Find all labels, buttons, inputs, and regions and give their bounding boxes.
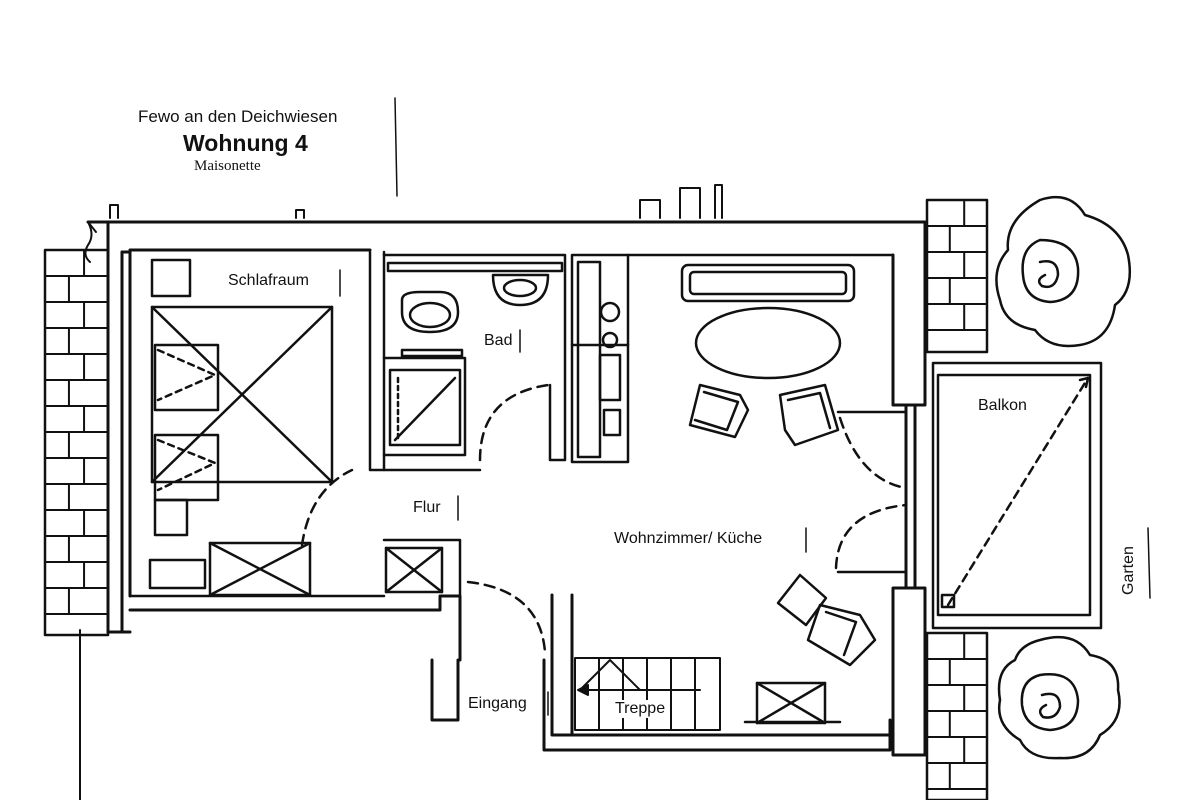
room-label-treppe: Treppe [612,700,669,718]
apartment-title: Wohnung 4 [183,130,308,156]
bath-fixtures [386,261,564,447]
room-label-bad: Bad [484,332,513,349]
property-name: Fewo an den Deichwiesen [138,107,338,126]
balcony [931,361,1103,630]
roof-details [87,184,723,233]
room-label-eingang: Eingang [468,695,527,712]
left-brick-strip [43,248,110,637]
bed [148,258,334,590]
room-label-flur: Flur [413,499,441,516]
kitchen-units [576,260,622,459]
garden-plant-bottom [997,635,1121,760]
right-brick-strip-bottom [925,631,989,800]
wardrobes [208,541,842,725]
label-marks [339,97,1151,716]
right-brick-strip-top [925,198,989,354]
door-swings [300,383,908,654]
room-label-wohnzimmer: Wohnzimmer/ Küche [614,530,763,547]
apartment-type: Maisonette [194,158,261,174]
garden-plant-top [995,195,1132,348]
ground-edges [79,221,93,800]
sofa [680,263,856,303]
chairs [688,383,877,667]
dining-table [694,306,842,380]
room-label-balkon: Balkon [978,397,1027,414]
exterior-walls [86,220,927,757]
interior-walls [128,250,908,598]
stairs [574,657,721,731]
room-label-garten: Garten [1120,546,1137,595]
room-label-schlafraum: Schlafraum [228,272,309,289]
